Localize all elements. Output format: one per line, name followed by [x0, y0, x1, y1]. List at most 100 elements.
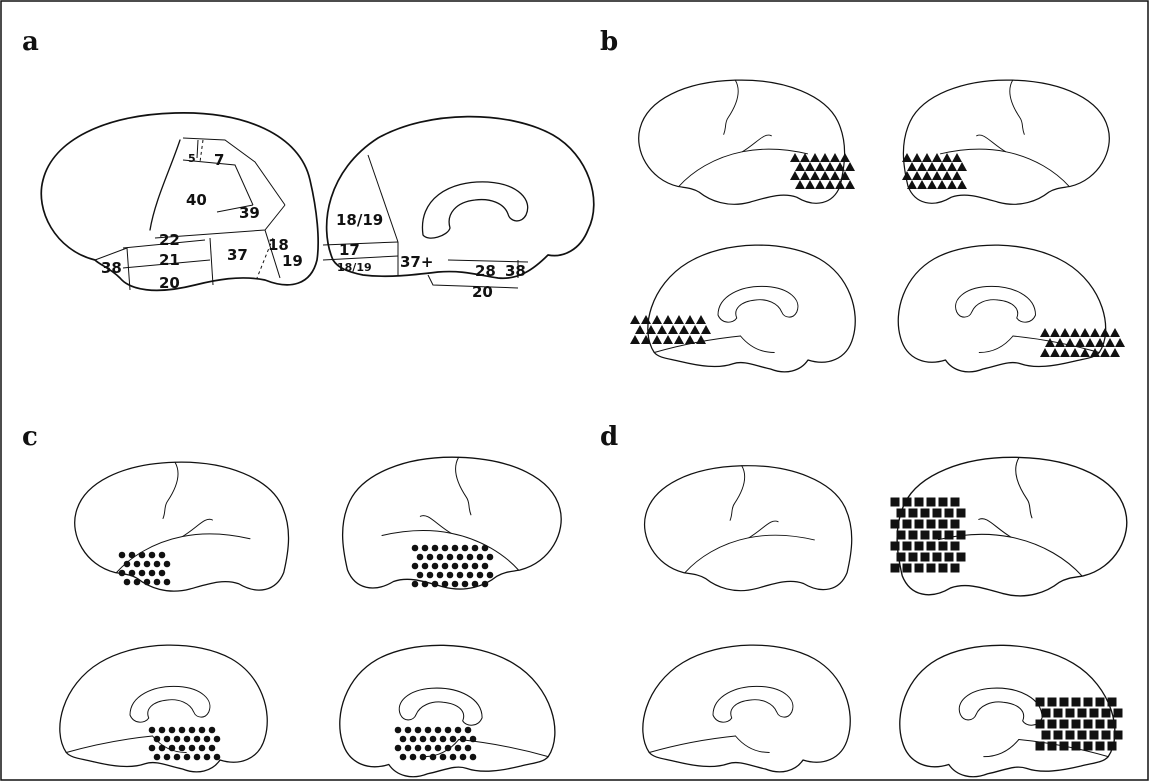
area-label-21: 21: [159, 251, 180, 269]
dot-marker: [174, 754, 181, 761]
dot-marker: [412, 581, 419, 588]
panel-d: d: [600, 422, 1127, 777]
dot-marker: [154, 736, 161, 743]
dot-marker: [465, 727, 472, 734]
dot-marker: [437, 572, 444, 579]
square-marker: [1042, 731, 1051, 740]
area-label-28: 28: [475, 262, 496, 280]
dot-marker: [209, 745, 216, 752]
area-label-22: 22: [159, 231, 180, 249]
square-marker: [1048, 720, 1057, 729]
dot-marker: [430, 736, 437, 743]
dot-marker: [169, 727, 176, 734]
dot-marker: [412, 563, 419, 570]
dot-marker: [420, 736, 427, 743]
dot-marker: [159, 745, 166, 752]
dot-marker: [425, 745, 432, 752]
square-marker: [927, 520, 936, 529]
dot-marker: [214, 736, 221, 743]
square-marker: [927, 498, 936, 507]
brain-medial-left-c: [60, 645, 267, 772]
dot-marker: [139, 570, 146, 577]
square-marker: [1102, 709, 1111, 718]
square-marker: [903, 498, 912, 507]
dot-marker: [164, 754, 171, 761]
dot-marker: [420, 754, 427, 761]
dot-marker: [457, 554, 464, 561]
dot-marker: [470, 736, 477, 743]
dot-marker: [460, 754, 467, 761]
square-marker: [939, 520, 948, 529]
dot-marker: [154, 754, 161, 761]
dot-marker: [450, 754, 457, 761]
square-marker: [903, 564, 912, 573]
area-label-38: 38: [101, 259, 122, 277]
square-marker: [1054, 731, 1063, 740]
dot-marker: [405, 745, 412, 752]
dot-marker: [415, 727, 422, 734]
dot-marker: [164, 561, 171, 568]
dot-marker: [460, 736, 467, 743]
square-marker: [891, 498, 900, 507]
dot-marker: [164, 736, 171, 743]
dot-marker: [159, 552, 166, 559]
dot-marker: [144, 561, 151, 568]
triangle-marker: [1110, 328, 1120, 337]
square-marker: [909, 553, 918, 562]
dot-marker: [455, 727, 462, 734]
dot-marker: [194, 754, 201, 761]
square-marker: [1060, 698, 1069, 707]
square-marker: [1060, 720, 1069, 729]
square-marker: [915, 520, 924, 529]
dot-marker: [445, 745, 452, 752]
area-label-5: 5: [188, 152, 196, 165]
dot-marker: [450, 736, 457, 743]
dot-marker: [442, 545, 449, 552]
dot-marker: [447, 554, 454, 561]
dot-marker: [425, 727, 432, 734]
panel-c: c: [22, 422, 561, 777]
dot-marker: [134, 561, 141, 568]
square-marker: [933, 553, 942, 562]
dot-marker: [189, 745, 196, 752]
square-marker: [1066, 731, 1075, 740]
dot-marker: [482, 563, 489, 570]
dot-marker: [400, 736, 407, 743]
square-marker: [1054, 709, 1063, 718]
dot-marker: [427, 572, 434, 579]
dot-marker: [465, 745, 472, 752]
triangle-marker: [1110, 348, 1120, 357]
square-marker: [1036, 742, 1045, 751]
dot-marker: [129, 552, 136, 559]
square-marker: [915, 564, 924, 573]
square-marker: [1048, 698, 1057, 707]
dot-marker: [477, 572, 484, 579]
square-marker: [891, 542, 900, 551]
dot-marker: [395, 727, 402, 734]
dot-marker: [417, 554, 424, 561]
triangle-marker: [630, 335, 640, 344]
dot-marker: [452, 545, 459, 552]
square-marker: [1066, 709, 1075, 718]
square-marker: [1072, 720, 1081, 729]
square-marker: [1108, 698, 1117, 707]
area-label-18-19-lower: 18/19: [337, 261, 372, 274]
dot-marker: [462, 545, 469, 552]
area-label-38-medial: 38: [505, 262, 526, 280]
square-marker: [939, 564, 948, 573]
square-marker: [1108, 720, 1117, 729]
dot-marker: [412, 545, 419, 552]
square-marker: [1078, 709, 1087, 718]
dot-marker: [467, 572, 474, 579]
square-marker: [1090, 731, 1099, 740]
panel-a: a 5 7 40 39 22 21 37 18 19 38 20: [22, 27, 594, 301]
triangle-marker: [630, 315, 640, 324]
dot-marker: [204, 736, 211, 743]
area-label-19: 19: [282, 252, 303, 270]
area-label-20: 20: [159, 274, 180, 292]
dot-marker: [144, 579, 151, 586]
square-marker: [1102, 731, 1111, 740]
dot-marker: [462, 581, 469, 588]
dot-marker: [204, 754, 211, 761]
dot-marker: [452, 581, 459, 588]
